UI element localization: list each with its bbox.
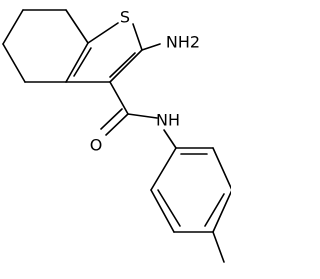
bond-c7a-s — [87, 22, 119, 44]
bond-carbonyl-nh — [127, 113, 158, 119]
chemical-structure-diagram: S NH2 NH O — [2, 8, 231, 263]
amide-nitrogen-label: NH — [156, 111, 180, 130]
bond-c3-carbonyl — [109, 81, 129, 115]
bond-c2-c3 — [109, 49, 143, 83]
bond-s-c2 — [132, 23, 143, 51]
carbonyl-oxygen-label: O — [90, 136, 103, 155]
bond-c3a-c7a — [65, 42, 89, 83]
bond-aryl-2 — [150, 189, 175, 233]
bond-aryl-1 — [150, 147, 177, 191]
bond-c7a-c7 — [65, 9, 89, 44]
bond-c2-c3-inner — [109, 52, 136, 78]
bond-aryl-5 — [212, 147, 231, 190]
bond-carbonyl-o-1 — [105, 113, 129, 136]
bond-aryl-4 — [212, 190, 231, 233]
bond-aryl-methyl — [212, 231, 225, 263]
sulfur-atom-label: S — [120, 8, 130, 27]
bond-carbonyl-o-2 — [100, 108, 123, 130]
bond-aryl-inner-2 — [204, 193, 225, 227]
bond-c6-c5 — [2, 9, 24, 45]
amino-group-label: NH2 — [166, 33, 200, 52]
bond-c5-c4 — [2, 43, 26, 83]
bond-aryl-inner-1 — [157, 189, 181, 227]
bond-c3a-c7a-inner — [73, 47, 92, 77]
bond-c2-nh2 — [141, 43, 161, 51]
bond-nh-aryl — [163, 129, 177, 149]
